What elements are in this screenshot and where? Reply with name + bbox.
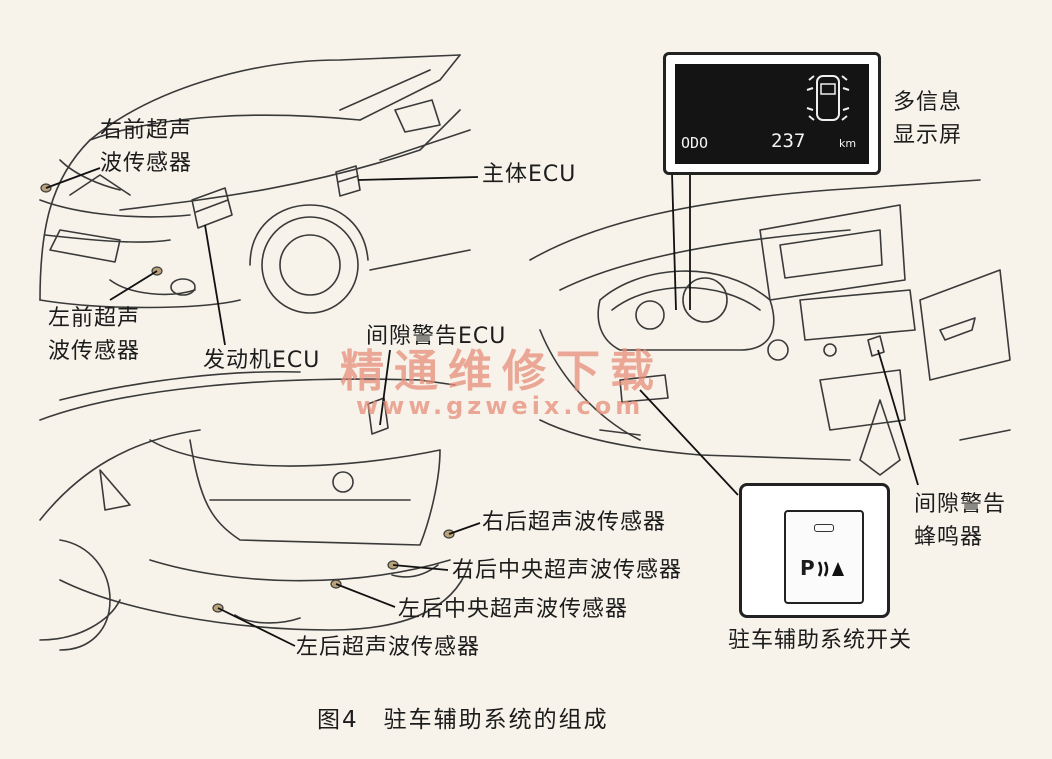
odometer-label: ODO <box>681 134 709 152</box>
clearance-warning-ecu-label: 间隙警告ECU <box>366 324 507 349</box>
watermark-url: www.gzweix.com <box>356 392 645 420</box>
rear-left-sensor-label: 左后超声波传感器 <box>296 635 481 660</box>
engine-ecu-box <box>191 187 233 229</box>
front-right-sensor-label: 右前超声 波传感器 <box>100 118 193 176</box>
rear-right-center-sensor-label: 右后中央超声波传感器 <box>452 558 683 583</box>
multi-info-display-label: 多信息 显示屏 <box>893 90 963 148</box>
switch-indicator-light <box>814 524 834 532</box>
rear-left-center-sensor-label: 左后中央超声波传感器 <box>398 597 629 622</box>
parking-assist-switch-button[interactable]: P <box>784 510 864 604</box>
parking-symbol-p: P <box>800 556 815 580</box>
dashboard-illustration <box>529 179 1011 476</box>
watermark-text: 精通维修下载 <box>340 346 664 397</box>
parking-assist-switch-panel: P <box>739 483 890 618</box>
clearance-warning-buzzer-label: 间隙警告 蜂鸣器 <box>914 492 1007 550</box>
car-top-view-icon <box>806 75 850 121</box>
buzzer-box <box>867 335 885 357</box>
leader-lines <box>45 167 919 647</box>
sonar-waves-icon <box>817 561 844 577</box>
rear-car-illustration <box>39 370 471 651</box>
parking-assist-switch-label: 驻车辅助系统开关 <box>728 628 913 653</box>
multi-info-display-panel: ODO 237 km <box>663 52 881 175</box>
display-screen: ODO 237 km <box>675 64 869 164</box>
engine-ecu-label: 发动机ECU <box>203 348 321 373</box>
figure-caption: 图4 驻车辅助系统的组成 <box>317 707 609 733</box>
odometer-unit: km <box>839 137 857 150</box>
front-car-illustration <box>39 54 471 314</box>
odometer-value: 237 <box>771 130 806 152</box>
clearance-ecu-box <box>367 397 389 435</box>
body-ecu-label: 主体ECU <box>482 162 577 187</box>
rear-right-sensor-label: 右后超声波传感器 <box>482 510 667 535</box>
front-left-sensor-label: 左前超声 波传感器 <box>48 306 141 364</box>
body-ecu-box <box>335 165 361 197</box>
